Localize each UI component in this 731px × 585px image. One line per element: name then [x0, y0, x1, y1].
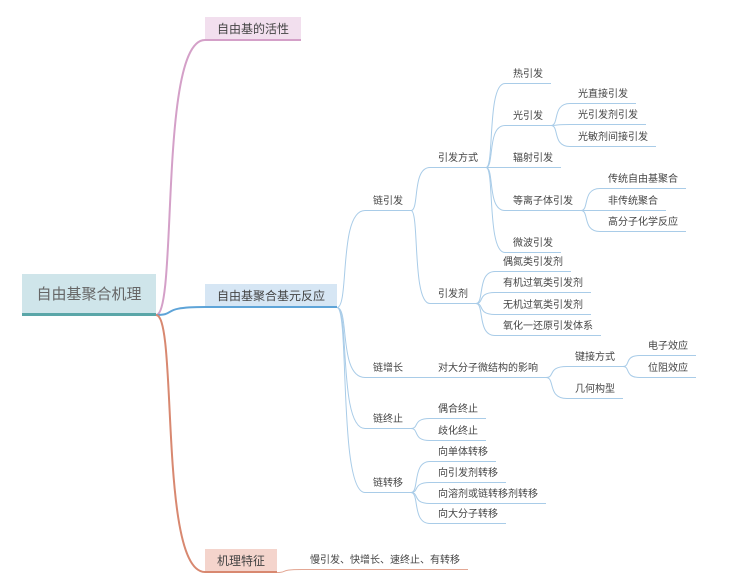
subtopic[interactable]: 链终止: [365, 413, 411, 429]
subtopic-connector: [550, 103, 571, 126]
subtopic[interactable]: 对大分子微结构的影响: [430, 362, 546, 378]
subtopic[interactable]: 键接方式: [567, 351, 623, 367]
subtopic-connector: [410, 461, 431, 493]
subtopic-connector: [622, 366, 641, 378]
root-topic[interactable]: 自由基聚合机理: [22, 274, 156, 316]
subtopic[interactable]: 光引发: [505, 110, 551, 126]
subtopic[interactable]: 非传统聚合: [600, 195, 666, 211]
subtopic[interactable]: 氧化一还原引发体系: [495, 320, 601, 336]
subtopic-connector: [410, 167, 431, 211]
subtopic-connector: [622, 355, 641, 367]
subtopic[interactable]: 无机过氧类引发剂: [495, 299, 591, 315]
subtopic-connector: [475, 292, 496, 304]
subtopic[interactable]: 热引发: [505, 68, 551, 84]
subtopic-connector: [336, 307, 366, 378]
subtopic[interactable]: 微波引发: [505, 237, 561, 253]
subtopic-connector: [580, 210, 601, 232]
subtopic[interactable]: 光直接引发: [570, 88, 636, 104]
subtopic-connector: [545, 377, 568, 399]
subtopic[interactable]: 偶氮类引发剂: [495, 256, 571, 272]
root-branch-connector: [155, 39, 206, 316]
subtopic[interactable]: 链引发: [365, 195, 411, 211]
subtopic[interactable]: 慢引发、快增长、速终止、有转移: [302, 554, 468, 570]
subtopic[interactable]: 歧化终止: [430, 425, 486, 441]
subtopic[interactable]: 链转移: [365, 477, 411, 493]
topic-elementary-reactions[interactable]: 自由基聚合基元反应: [205, 284, 338, 308]
subtopic[interactable]: 传统自由基聚合: [600, 173, 686, 189]
subtopic[interactable]: 向溶剂或链转移剂转移: [430, 488, 546, 504]
subtopic-connector: [336, 307, 366, 429]
subtopic[interactable]: 偶合终止: [430, 403, 486, 419]
subtopic[interactable]: 向引发剂转移: [430, 467, 506, 483]
subtopic[interactable]: 光敏剂间接引发: [570, 131, 656, 147]
subtopic-connector: [336, 210, 366, 308]
subtopic-connector: [276, 569, 303, 573]
subtopic-connector: [336, 307, 366, 493]
subtopic-connector: [410, 482, 431, 493]
root-branch-connector: [155, 314, 206, 573]
subtopic[interactable]: 引发方式: [430, 152, 486, 168]
subtopic-connector: [545, 366, 568, 378]
subtopic[interactable]: 位阻效应: [640, 362, 696, 378]
topic-radical-activity[interactable]: 自由基的活性: [205, 17, 302, 41]
subtopic[interactable]: 向单体转移: [430, 446, 496, 462]
subtopic[interactable]: 光引发剂引发: [570, 109, 646, 125]
subtopic-connector: [485, 125, 506, 168]
topic-mechanism-features[interactable]: 机理特征: [205, 549, 278, 573]
subtopic[interactable]: 链增长: [365, 362, 411, 378]
subtopic[interactable]: 高分子化学反应: [600, 216, 686, 232]
subtopic-connector: [410, 428, 431, 441]
subtopic[interactable]: 引发剂: [430, 288, 476, 304]
subtopic-connector: [550, 125, 571, 147]
subtopic[interactable]: 等离子体引发: [505, 195, 581, 211]
subtopic-connector: [410, 492, 431, 524]
subtopic[interactable]: 几何构型: [567, 383, 623, 399]
subtopic-connector: [485, 83, 506, 168]
subtopic-connector: [580, 188, 601, 211]
subtopic[interactable]: 向大分子转移: [430, 508, 506, 524]
subtopic-connector: [475, 271, 496, 304]
subtopic-connector: [475, 303, 496, 336]
subtopic-connector: [485, 167, 506, 253]
subtopic-connector: [410, 418, 431, 429]
subtopic[interactable]: 有机过氧类引发剂: [495, 277, 591, 293]
root-branch-connector: [155, 306, 206, 316]
subtopic[interactable]: 电子效应: [640, 340, 696, 356]
subtopic-connector: [410, 210, 431, 304]
subtopic[interactable]: 辐射引发: [505, 152, 561, 168]
